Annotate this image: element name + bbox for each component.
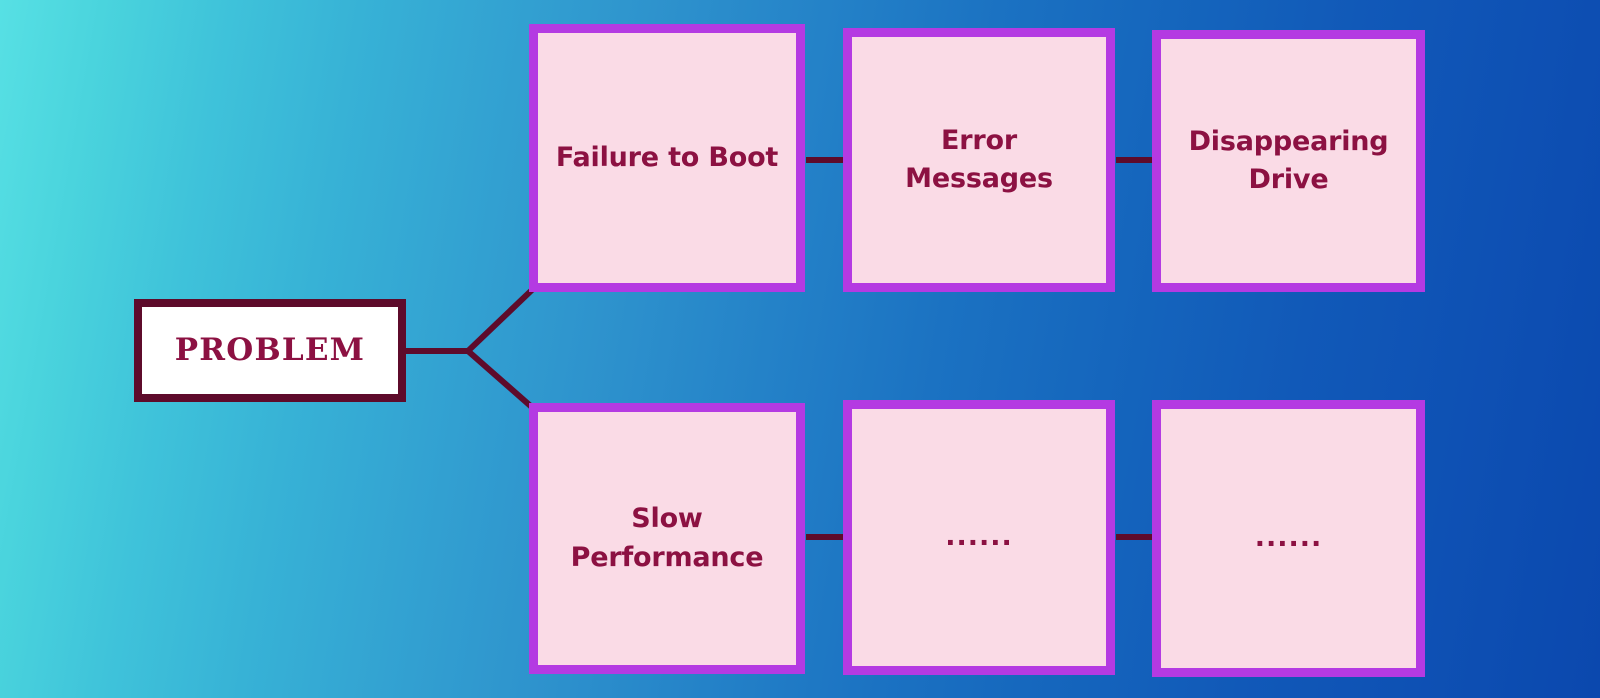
- node-failure-to-boot[interactable]: Failure to Boot: [529, 24, 805, 292]
- node-error-messages[interactable]: Error Messages: [843, 28, 1115, 292]
- node-label: ......: [945, 521, 1013, 553]
- node-label: Slow Performance: [570, 503, 764, 573]
- connector-fork-down: [466, 348, 536, 412]
- node-label: ......: [1254, 522, 1323, 554]
- problem-root-node[interactable]: PROBLEM: [134, 299, 406, 402]
- node-label: Disappearing Drive: [1188, 125, 1389, 195]
- node-slow-performance[interactable]: Slow Performance: [529, 403, 805, 674]
- connector-fork-up: [465, 285, 537, 354]
- node-placeholder-2[interactable]: ......: [1152, 400, 1425, 677]
- node-label: Failure to Boot: [555, 141, 779, 173]
- node-label: Error Messages: [905, 124, 1053, 194]
- problem-root-label: PROBLEM: [174, 332, 366, 369]
- node-disappearing-drive[interactable]: Disappearing Drive: [1152, 30, 1425, 292]
- node-placeholder-1[interactable]: ......: [843, 400, 1115, 675]
